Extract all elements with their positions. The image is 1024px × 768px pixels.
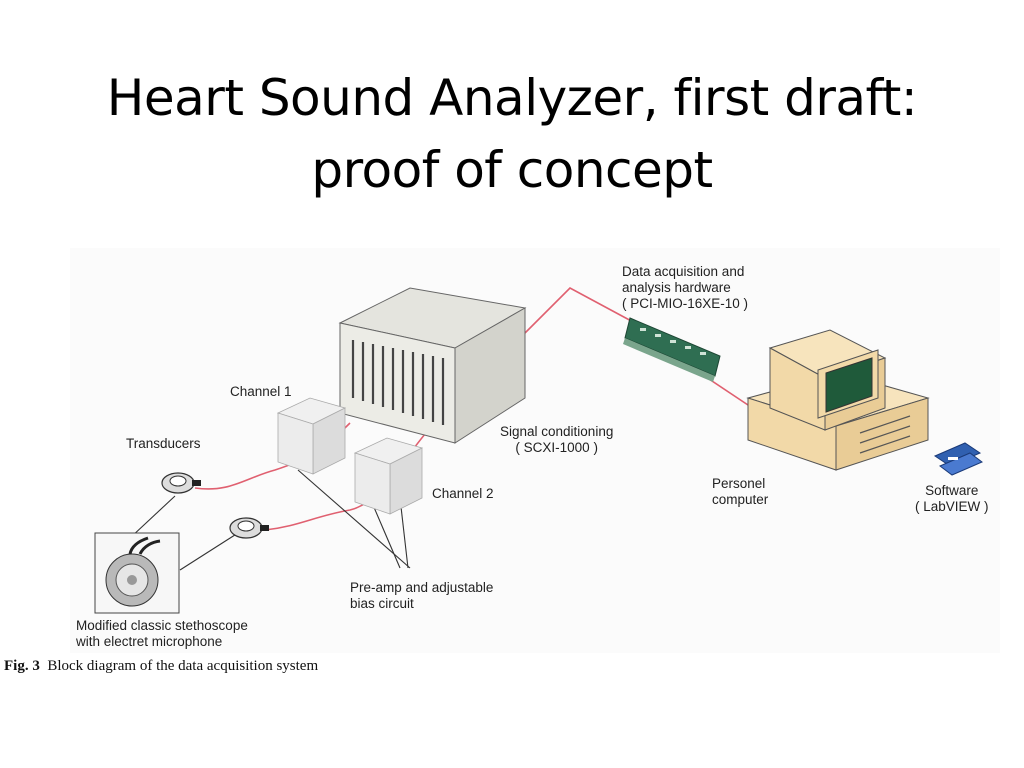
label-channel2: Channel 2	[432, 486, 494, 501]
label-steth-line-2: with electret microphone	[76, 634, 223, 649]
channel1-preamp-box	[276, 397, 347, 475]
label-daq-line-1: Data acquisition and	[622, 264, 745, 279]
personal-computer	[746, 329, 930, 471]
label-daq-hardware: Data acquisition and analysis hardware (…	[622, 264, 748, 312]
channel2-preamp-box	[353, 437, 424, 515]
cable-scxi-to-daq	[517, 287, 636, 341]
slide-title: Heart Sound Analyzer, first draft: proof…	[0, 62, 1024, 206]
label-signal-conditioning: Signal conditioning ( SCXI-1000 )	[500, 424, 613, 456]
stethoscope-photo	[94, 532, 180, 614]
slide-title-line-1: Heart Sound Analyzer, first draft:	[106, 69, 918, 127]
label-software-line-2: ( LabVIEW )	[915, 499, 989, 514]
leader-lines	[129, 469, 411, 571]
label-signal-line-1: Signal conditioning	[500, 424, 614, 439]
caption-text: Block diagram of the data acquisition sy…	[47, 658, 319, 674]
slide-title-line-2: proof of concept	[311, 141, 713, 199]
monitor-screen	[825, 357, 873, 413]
label-signal-line-2: ( SCXI-1000 )	[515, 440, 598, 455]
block-diagram-figure: Data acquisition and analysis hardware (…	[70, 248, 1000, 653]
label-steth-line-1: Modified classic stethoscope	[76, 618, 248, 633]
caption-label: Fig. 3	[4, 658, 40, 674]
scxi-chassis	[338, 287, 527, 444]
label-daq-line-3: ( PCI-MIO-16XE-10 )	[622, 296, 749, 311]
label-stethoscope: Modified classic stethoscope with electr…	[76, 618, 248, 650]
transducer-1	[161, 472, 201, 494]
label-personal-computer: Personel computer	[712, 476, 768, 508]
block-diagram	[94, 287, 983, 614]
label-software-line-1: Software	[925, 483, 979, 498]
transducer-2	[229, 517, 269, 539]
label-preamp: Pre-amp and adjustable bias circuit	[350, 580, 493, 612]
labview-logo	[933, 442, 983, 476]
figure-caption: Fig. 3 Block diagram of the data acquisi…	[4, 658, 318, 675]
label-channel1: Channel 1	[230, 384, 292, 399]
label-preamp-line-2: bias circuit	[350, 596, 414, 611]
label-preamp-line-1: Pre-amp and adjustable	[350, 580, 494, 595]
label-transducers: Transducers	[126, 436, 201, 451]
label-daq-line-2: analysis hardware	[622, 280, 731, 295]
label-software: Software ( LabVIEW )	[915, 483, 989, 515]
label-pc-line-1: Personel	[712, 476, 766, 491]
label-pc-line-2: computer	[712, 492, 769, 507]
daq-card	[623, 317, 721, 382]
